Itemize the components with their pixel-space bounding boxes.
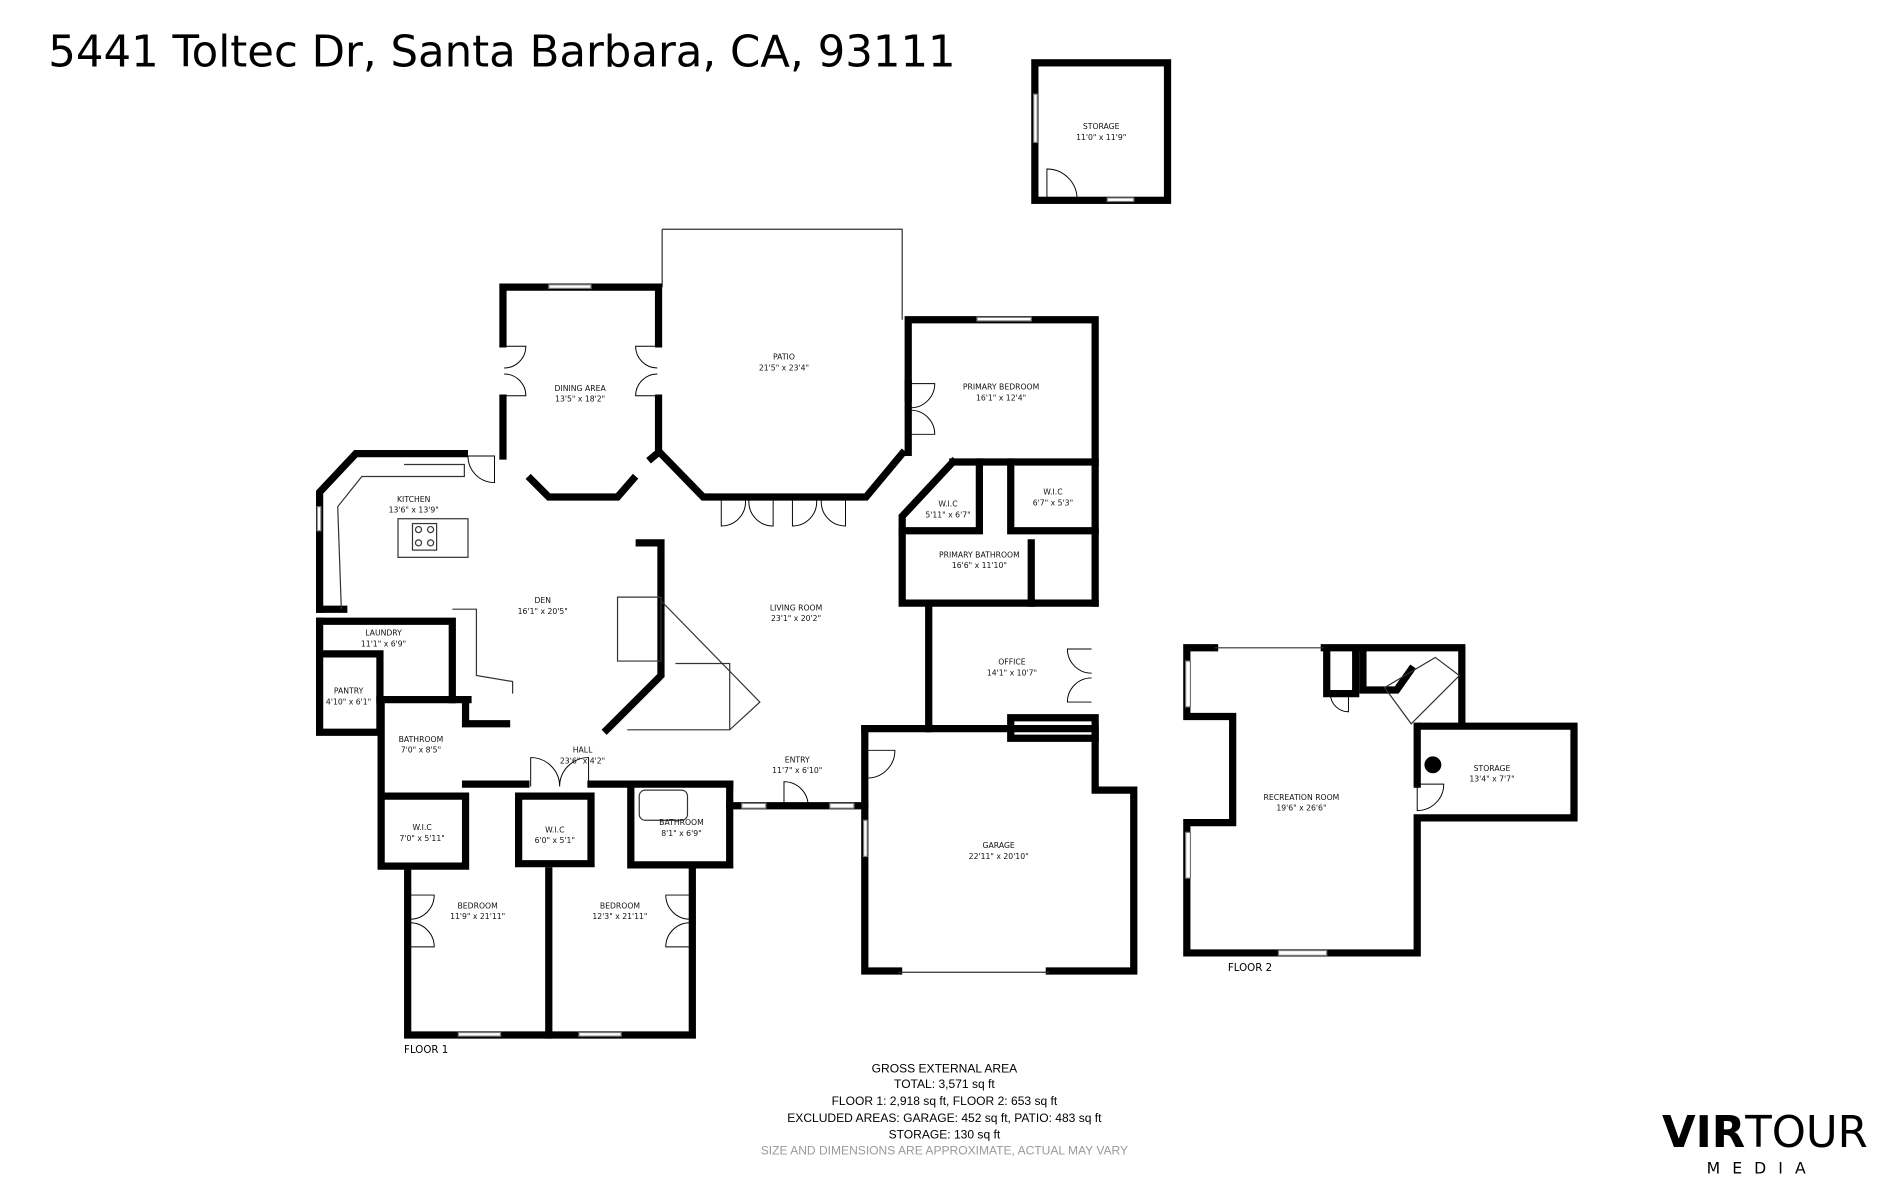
- logo-regular: TOUR: [1744, 1108, 1868, 1158]
- room-bedroom-dims: 11'9" x 21'11": [450, 912, 505, 921]
- room-den-dims: 16'1" x 20'5": [518, 607, 568, 616]
- room-bedroom-name: BEDROOM: [600, 901, 640, 910]
- room-bedroom-name: BEDROOM: [458, 901, 498, 910]
- room-living-dims: 23'1" x 20'2": [771, 614, 821, 623]
- room-living-name: LIVING ROOM: [770, 603, 822, 612]
- room-wic-dims: 6'0" x 5'1": [535, 836, 575, 845]
- virtour-logo: VIRTOUR MEDIA: [1662, 1108, 1868, 1178]
- room-wic-dims: 5'11" x 6'7": [925, 511, 970, 520]
- room-bathroom-dims: 8'1" x 6'9": [661, 829, 701, 838]
- floor-2-walls: [1183, 644, 1578, 957]
- storage-outbuilding: STORAGE 11'0" x 11'9": [1031, 59, 1172, 204]
- room-labels: DINING AREA 13'5" x 18'2" PATIO 21'5" x …: [326, 353, 1515, 922]
- room-recreation-dims: 19'6" x 26'6": [1276, 804, 1326, 813]
- room-wic-name: W.I.C: [938, 500, 957, 509]
- room-dims: 11'0" x 11'9": [1076, 133, 1126, 142]
- room-garage-name: GARAGE: [983, 841, 1015, 850]
- logo-sub: MEDIA: [1707, 1159, 1818, 1178]
- room-garage-dims: 22'11" x 20'10": [969, 852, 1029, 861]
- room-hall-name: HALL: [573, 746, 593, 755]
- room-laundry-name: LAUNDRY: [365, 629, 402, 638]
- room-bathroom-dims: 7'0" x 8'5": [401, 746, 441, 755]
- room-primary-bathroom-dims: 16'6" x 11'10": [952, 561, 1007, 570]
- room-patio-dims: 21'5" x 23'4": [759, 363, 809, 372]
- room-bedroom-dims: 12'3" x 21'11": [592, 912, 647, 921]
- room-pantry-dims: 4'10" x 6'1": [326, 697, 371, 706]
- room-bathroom-name: BATHROOM: [659, 818, 704, 827]
- room-office-name: OFFICE: [998, 658, 1026, 667]
- room-primary-bedroom-dims: 16'1" x 12'4": [976, 394, 1026, 403]
- room-wic-dims: 7'0" x 5'11": [399, 834, 444, 843]
- room-name: STORAGE: [1083, 122, 1120, 131]
- room-hall-dims: 23'6" x 4'2": [560, 757, 605, 766]
- page-title: 5441 Toltec Dr, Santa Barbara, CA, 93111: [48, 27, 955, 77]
- area-disclaimer: SIZE AND DIMENSIONS ARE APPROXIMATE, ACT…: [761, 1143, 1128, 1157]
- room-wic-name: W.I.C: [545, 825, 564, 834]
- room-wic-name: W.I.C: [413, 823, 432, 832]
- room-entry-name: ENTRY: [785, 755, 810, 764]
- floor-1-walls: [316, 228, 1138, 1039]
- room-primary-bedroom-name: PRIMARY BEDROOM: [963, 383, 1039, 392]
- svg-text:VIRTOUR: VIRTOUR: [1662, 1108, 1868, 1158]
- room-entry-dims: 11'7" x 6'10": [772, 766, 822, 775]
- floor-1-label: FLOOR 1: [404, 1044, 448, 1056]
- floor-2-label: FLOOR 2: [1228, 962, 1272, 974]
- area-heading: GROSS EXTERNAL AREA: [872, 1061, 1018, 1075]
- area-summary: GROSS EXTERNAL AREA TOTAL: 3,571 sq ft F…: [761, 1061, 1128, 1157]
- area-floors: FLOOR 1: 2,918 sq ft, FLOOR 2: 653 sq ft: [832, 1094, 1058, 1108]
- area-excluded: EXCLUDED AREAS: GARAGE: 452 sq ft, PATIO…: [787, 1111, 1102, 1125]
- room-storage-dims: 13'4" x 7'7": [1469, 775, 1514, 784]
- room-pantry-name: PANTRY: [334, 687, 364, 696]
- room-kitchen-name: KITCHEN: [397, 495, 430, 504]
- room-dining-name: DINING AREA: [555, 384, 607, 393]
- room-kitchen-dims: 13'6" x 13'9": [389, 506, 439, 515]
- area-total: TOTAL: 3,571 sq ft: [894, 1077, 995, 1091]
- room-den-name: DEN: [534, 596, 551, 605]
- room-recreation-name: RECREATION ROOM: [1263, 793, 1339, 802]
- room-laundry-dims: 11'1" x 6'9": [361, 640, 406, 649]
- area-storage: STORAGE: 130 sq ft: [889, 1128, 1001, 1142]
- room-office-dims: 14'1" x 10'7": [987, 669, 1037, 678]
- room-patio-name: PATIO: [773, 353, 795, 362]
- room-primary-bathroom-name: PRIMARY BATHROOM: [939, 550, 1020, 559]
- logo-bold: VIR: [1662, 1108, 1745, 1158]
- room-dining-dims: 13'5" x 18'2": [555, 395, 605, 404]
- room-storage-name: STORAGE: [1474, 764, 1511, 773]
- room-wic-name: W.I.C: [1043, 488, 1062, 497]
- room-bathroom-name: BATHROOM: [399, 735, 444, 744]
- room-wic-dims: 6'7" x 5'3": [1033, 498, 1073, 507]
